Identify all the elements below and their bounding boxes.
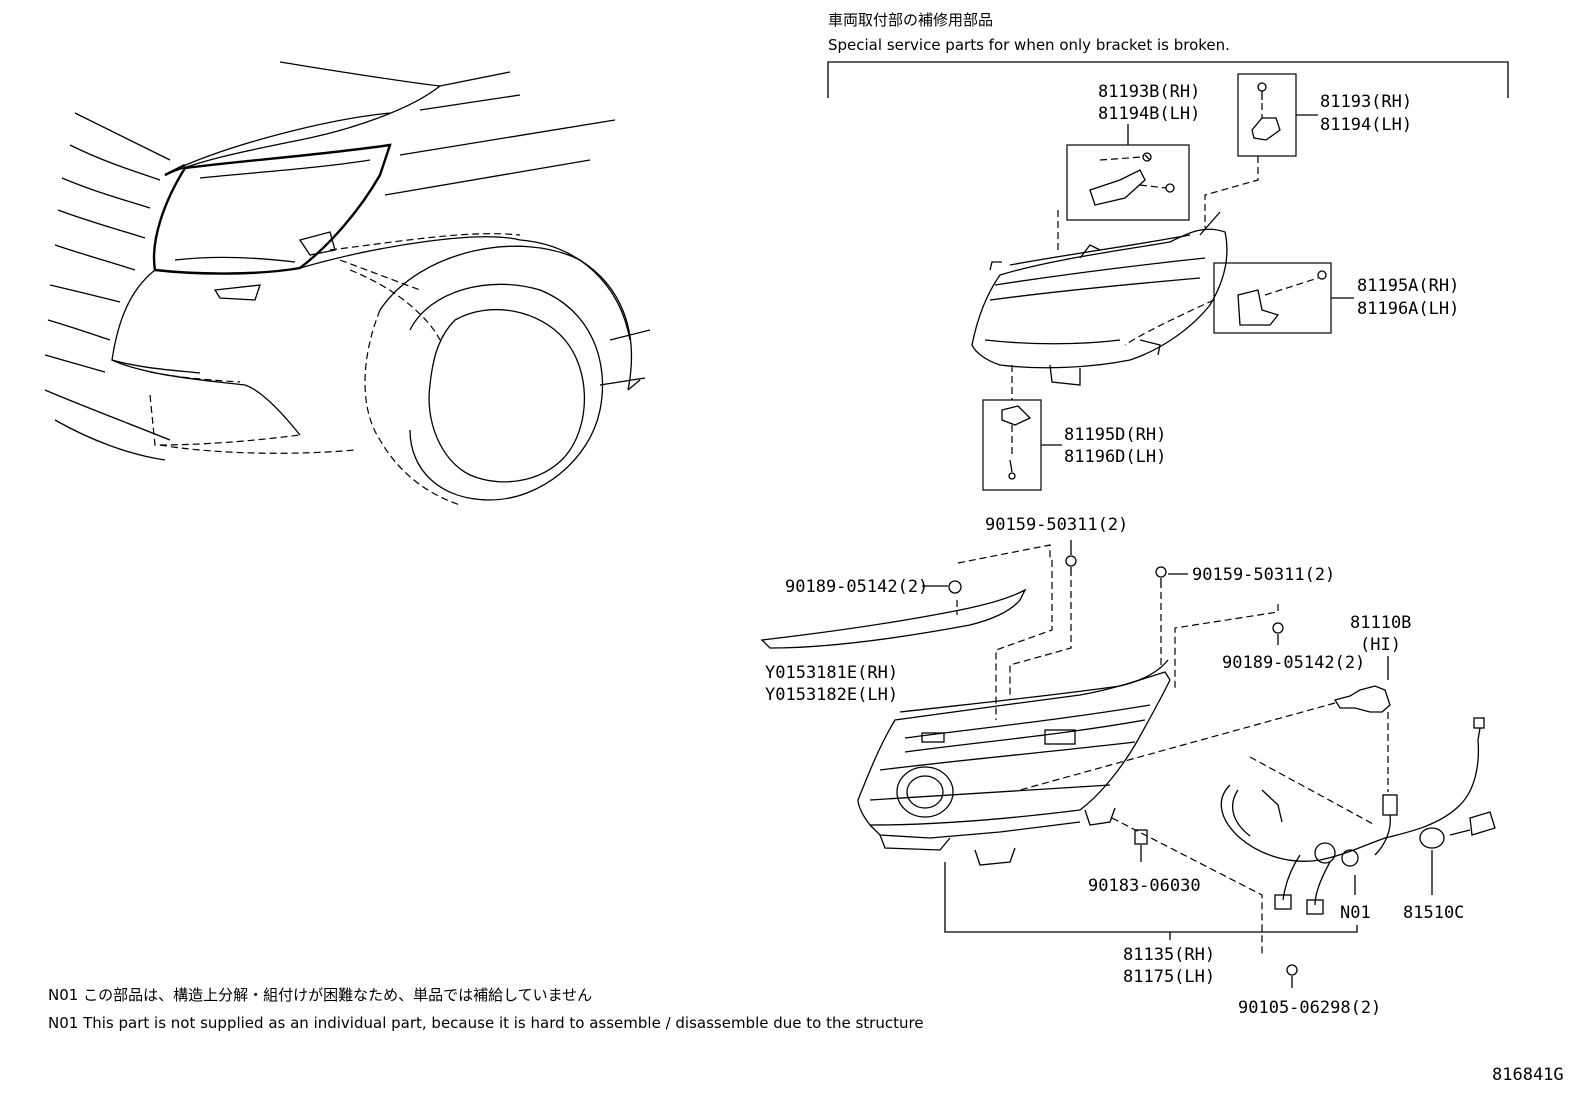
upper-headlamp-drawing (971, 211, 1228, 386)
diagram-id: 816841G (1492, 1065, 1564, 1085)
label-Y0153182E-lh: Y0153182E(LH) (765, 685, 898, 705)
label-81175-lh: 81175(LH) (1123, 967, 1215, 987)
part-81195A-group: 81195A(RH) 81196A(LH) (1124, 262, 1459, 346)
label-81196A-lh: 81196A(LH) (1357, 299, 1459, 319)
label-81135-rh: 81135(RH) (1123, 945, 1215, 965)
label-81195A-rh: 81195A(RH) (1357, 276, 1459, 296)
note-jp: N01 この部品は、構造上分解・組付けが困難なため、単品では補給していません (48, 986, 592, 1004)
main-headlamp-assembly: Y0153181E(RH) Y0153182E(LH) 90189-05142(… (760, 515, 1496, 1018)
label-81110B: 81110B (1350, 613, 1411, 633)
label-81193-rh: 81193(RH) (1320, 92, 1412, 112)
header-en: Special service parts for when only brac… (828, 36, 1230, 54)
label-Y0153181E-rh: Y0153181E(RH) (765, 663, 898, 683)
part-81193B-group: 81193B(RH) 81194B(LH) (1057, 82, 1200, 250)
label-81193B-rh: 81193B(RH) (1098, 82, 1200, 102)
part-81195D-group: 81195D(RH) 81196D(LH) (982, 365, 1166, 491)
label-90105-06298: 90105-06298(2) (1238, 998, 1381, 1018)
label-90189-05142-right: 90189-05142(2) (1222, 653, 1365, 673)
label-90183-06030: 90183-06030 (1088, 876, 1201, 896)
label-81194-lh: 81194(LH) (1320, 115, 1412, 135)
label-81510C: 81510C (1403, 903, 1464, 923)
note-en: N01 This part is not supplied as an indi… (48, 1014, 924, 1032)
label-N01: N01 (1340, 903, 1371, 923)
car-front-illustration (44, 61, 651, 506)
header-jp: 車両取付部の補修用部品 (828, 11, 993, 29)
label-81195D-rh: 81195D(RH) (1064, 425, 1166, 445)
label-90189-05142-left: 90189-05142(2) (785, 577, 928, 597)
label-90159-50311-top: 90159-50311(2) (985, 515, 1128, 535)
label-81196D-lh: 81196D(LH) (1064, 447, 1166, 467)
label-90159-50311-right: 90159-50311(2) (1192, 565, 1335, 585)
footnotes: N01 この部品は、構造上分解・組付けが困難なため、単品では補給していません N… (48, 986, 1564, 1085)
service-parts-bracket-area: 車両取付部の補修用部品 Special service parts for wh… (827, 11, 1509, 98)
label-81110B-sub: (HI) (1360, 635, 1401, 655)
label-81194B-lh: 81194B(LH) (1098, 104, 1200, 124)
part-81193-group: 81193(RH) 81194(LH) (1204, 73, 1412, 228)
